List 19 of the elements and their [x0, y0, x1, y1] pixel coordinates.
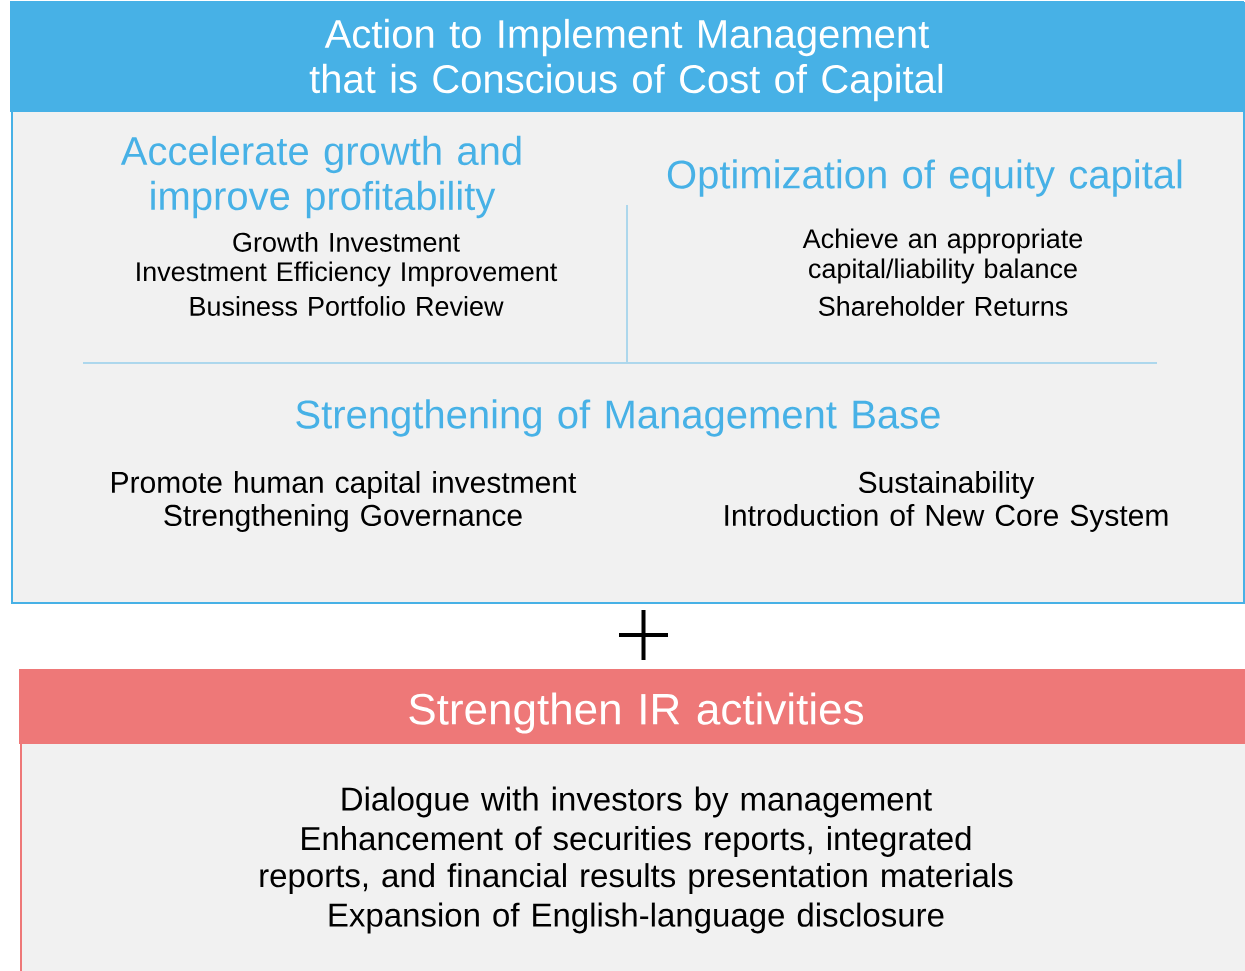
- body-text: Introduction of New Core System: [725, 504, 1168, 532]
- body-text: Business Portfolio Review: [190, 296, 504, 316]
- body-text: Strengthening Governance: [164, 504, 522, 532]
- section-heading: Accelerate growth and improve profitability: [120, 135, 521, 219]
- body-text: Promote human capital investment: [112, 471, 577, 499]
- body-text: Sustainability: [859, 471, 1035, 499]
- body-text: Achieve an appropriate capital/liability balance: [802, 228, 1083, 284]
- body-text: Growth Investment: [233, 232, 460, 252]
- header-band: Strengthen IR activities: [19, 669, 1245, 744]
- panel: [10, 1, 1245, 604]
- body-text: Investment Efficiency Improvement: [137, 261, 558, 287]
- body-text: Shareholder Returns: [818, 296, 1068, 316]
- body-text: Enhancement of securities reports, integrated reports, and financial results presentation materials: [260, 826, 1013, 894]
- section-heading: Optimization of equity capital: [667, 159, 1182, 197]
- body-text: Dialogue with investors by management: [342, 786, 932, 818]
- body-text: Expansion of English-language disclosure: [329, 902, 944, 934]
- header-band: Action to Implement Management that is Conscious of Cost of Capital: [10, 1, 1244, 112]
- panel: [19, 669, 1245, 971]
- section-heading: Strengthening of Management Base: [296, 399, 940, 437]
